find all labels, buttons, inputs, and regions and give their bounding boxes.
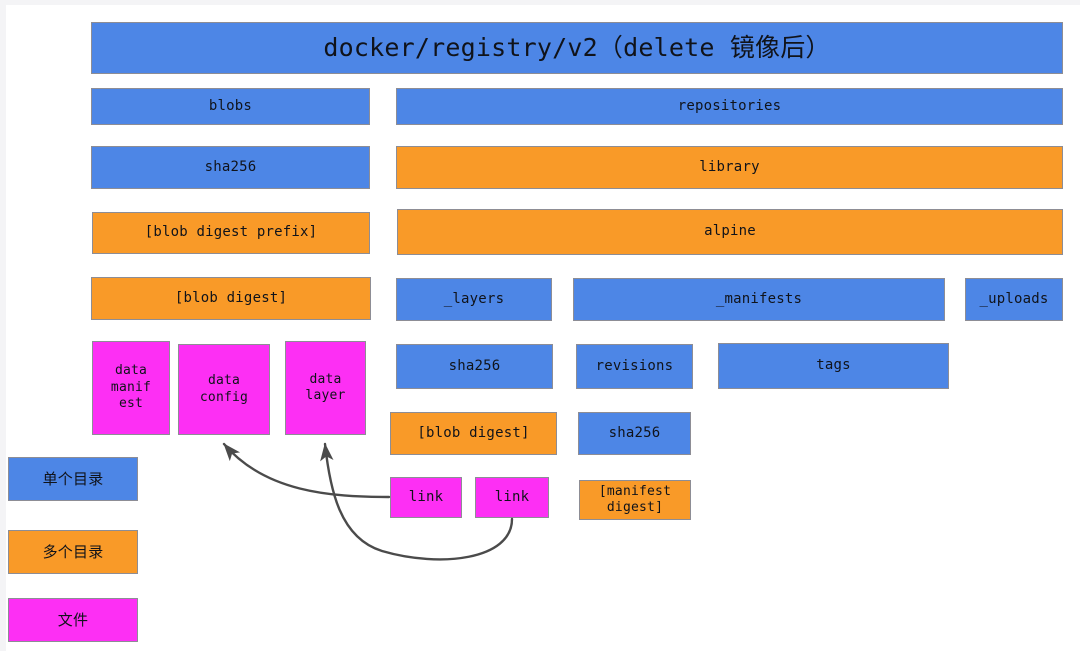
node-data-config[interactable]: data config [178,344,270,435]
legend-item-multiple-directories[interactable]: 多个目录 [8,530,138,574]
edge-link-config-to-data-config [222,442,391,499]
node-data-layer[interactable]: data layer [285,341,366,435]
node-manifests[interactable]: _manifests [573,278,945,321]
node-blobs-sha256[interactable]: sha256 [91,146,370,189]
node-library[interactable]: library [396,146,1063,189]
node-root[interactable]: docker/registry/v2（delete 镜像后） [91,22,1063,74]
node-alpine[interactable]: alpine [397,209,1063,255]
node-tags[interactable]: tags [718,343,949,389]
node-manifest-digest[interactable]: [manifest digest] [579,480,691,520]
node-layers-blob-digest[interactable]: [blob digest] [390,412,557,455]
node-blob-digest-prefix[interactable]: [blob digest prefix] [92,212,370,254]
node-layers[interactable]: _layers [396,278,552,321]
node-repositories[interactable]: repositories [396,88,1063,125]
node-data-manifest[interactable]: data manif est [92,341,170,435]
node-uploads[interactable]: _uploads [965,278,1063,321]
legend-item-single-directory[interactable]: 单个目录 [8,457,138,501]
node-layers-sha256[interactable]: sha256 [396,344,553,389]
legend-item-file[interactable]: 文件 [8,598,138,642]
node-link-config[interactable]: link [390,477,462,518]
node-revisions-sha256[interactable]: sha256 [578,412,691,455]
node-revisions[interactable]: revisions [576,344,693,389]
node-blob-digest[interactable]: [blob digest] [91,277,371,320]
node-blobs[interactable]: blobs [91,88,370,125]
node-link-layer[interactable]: link [475,477,549,518]
